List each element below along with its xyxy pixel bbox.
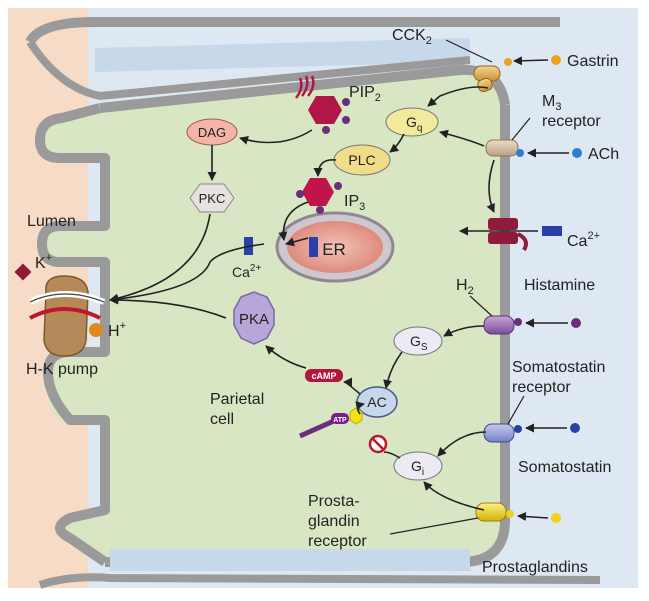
hk-pump	[28, 275, 106, 357]
somatostatin-receptor	[483, 423, 522, 443]
somatostatin-receptor-label-1: Somatostatin	[512, 359, 605, 376]
ip3-label: IP3	[344, 193, 365, 213]
pka-node	[233, 291, 275, 345]
cck2-receptor	[473, 58, 512, 93]
m3-label: M3	[542, 93, 561, 113]
gq-label: Gq	[406, 114, 422, 134]
m3-receptor	[485, 139, 524, 157]
parietal-label-1: Parietal	[210, 391, 264, 408]
plc-label: PLC	[348, 152, 375, 168]
ca-inner-label: Ca2+	[232, 263, 261, 280]
pip2-molecule	[295, 75, 350, 134]
apical-membrane	[35, 103, 110, 567]
er-calcium-block	[309, 237, 318, 257]
dag-label: DAG	[198, 125, 226, 140]
gq-node	[385, 107, 439, 137]
gs-label: GS	[410, 333, 428, 353]
somatostatin-label: Somatostatin	[518, 459, 611, 476]
gs-node	[393, 326, 443, 356]
gi-label: Gi	[411, 458, 424, 478]
prostaglandin-receptor-label-3: receptor	[308, 533, 367, 550]
cck2-label: CCK2	[392, 27, 432, 47]
prostaglandin-ligand	[551, 513, 561, 523]
somatostatin-receptor-label-2: receptor	[512, 379, 571, 396]
inhibit-icon	[368, 434, 388, 454]
hk-pump-label: H-K pump	[26, 361, 98, 378]
k-label: K+	[35, 252, 52, 272]
top-membrane	[25, 17, 560, 45]
pip2-label: PIP2	[349, 84, 381, 104]
upper-cell-strip	[94, 38, 471, 72]
label-leader-lines	[389, 39, 531, 535]
h-label: H+	[108, 320, 126, 340]
ligand-arrows	[459, 56, 569, 522]
ach-label: ACh	[588, 146, 619, 163]
ip3-molecule	[296, 178, 342, 214]
ach-ligand	[572, 148, 582, 158]
camp-label: cAMP	[311, 371, 336, 381]
pkc-node	[189, 183, 235, 213]
er-label: ER	[322, 240, 346, 259]
somatostatin-ligand	[570, 423, 580, 433]
gi-node	[393, 451, 443, 481]
ac-label: AC	[367, 394, 386, 410]
pkc-label: PKC	[199, 191, 226, 206]
er-lumen	[287, 221, 383, 273]
lumen-label: Lumen	[27, 213, 76, 230]
h-ion	[89, 323, 103, 337]
pka-label: PKA	[239, 311, 269, 328]
gastrin-label: Gastrin	[567, 53, 619, 70]
external-calcium-block	[542, 226, 562, 236]
prostaglandin-receptor-label-2: glandin	[308, 513, 360, 530]
ca-outer-label: Ca2+	[567, 230, 600, 250]
h2-label: H2	[456, 277, 474, 297]
atp-label: ATP	[333, 417, 347, 424]
lower-membrane	[38, 573, 601, 589]
signaling-arrows	[109, 86, 495, 511]
m3-receptor-label: receptor	[542, 113, 601, 130]
calcium-channel	[488, 218, 528, 252]
prostaglandins-label: Prostaglandins	[482, 559, 588, 576]
upper-cell-strip-outline	[26, 39, 471, 101]
prostaglandin-receptor-label-1: Prosta-	[308, 493, 360, 510]
histamine-ligand	[571, 318, 581, 328]
parietal-label-2: cell	[210, 411, 234, 428]
camp-badge	[305, 369, 343, 382]
h2-receptor	[483, 315, 522, 335]
histamine-label: Histamine	[524, 277, 595, 294]
gastrin-ligand	[551, 55, 561, 65]
prostaglandin-receptor	[475, 502, 514, 522]
